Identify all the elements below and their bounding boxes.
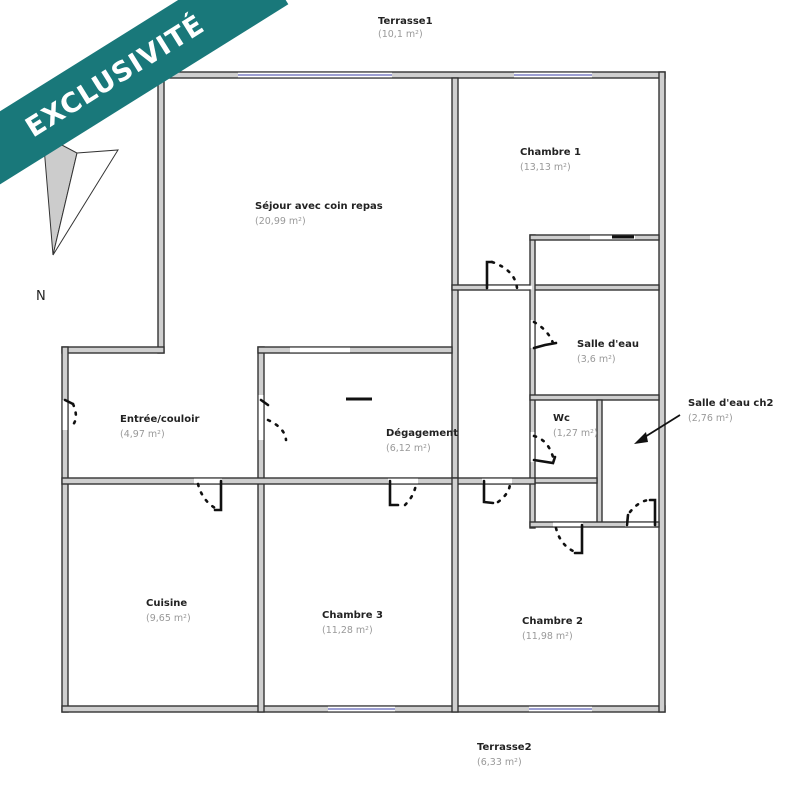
room-name: Chambre 3 [322, 610, 383, 621]
room-name: Terrasse2 [477, 742, 532, 753]
room-area: (11,28 m²) [322, 625, 373, 636]
room-area: (9,65 m²) [146, 613, 191, 624]
room-area: (2,76 m²) [688, 413, 733, 424]
room-name: Terrasse1 [378, 16, 433, 27]
room-area: (3,6 m²) [577, 354, 616, 365]
room-area: (4,97 m²) [120, 429, 165, 440]
room-area: (6,12 m²) [386, 443, 431, 454]
compass-icon [42, 134, 119, 256]
room-area: (20,99 m²) [255, 216, 306, 227]
doors [63, 260, 657, 555]
arrow-icon [634, 414, 681, 444]
walls [61, 71, 666, 713]
room-area: (6,33 m²) [477, 757, 522, 768]
room-name: Entrée/couloir [120, 413, 200, 425]
room-name: Cuisine [146, 598, 187, 609]
room-name: Chambre 1 [520, 147, 581, 158]
room-name: Wc [553, 413, 570, 424]
room-name: Salle d'eau [577, 339, 639, 350]
room-area: (11,98 m²) [522, 631, 573, 642]
room-name: Séjour avec coin repas [255, 200, 383, 212]
room-labels: Terrasse1 (10,1 m²) Séjour avec coin rep… [120, 16, 773, 768]
room-name: Dégagement [386, 427, 458, 439]
room-name: Salle d'eau ch2 [688, 398, 773, 409]
room-area: (10,1 m²) [378, 29, 423, 40]
room-area: (1,27 m²) [553, 428, 598, 439]
compass-label: N [36, 289, 46, 304]
room-area: (13,13 m²) [520, 162, 571, 173]
room-name: Chambre 2 [522, 616, 583, 627]
